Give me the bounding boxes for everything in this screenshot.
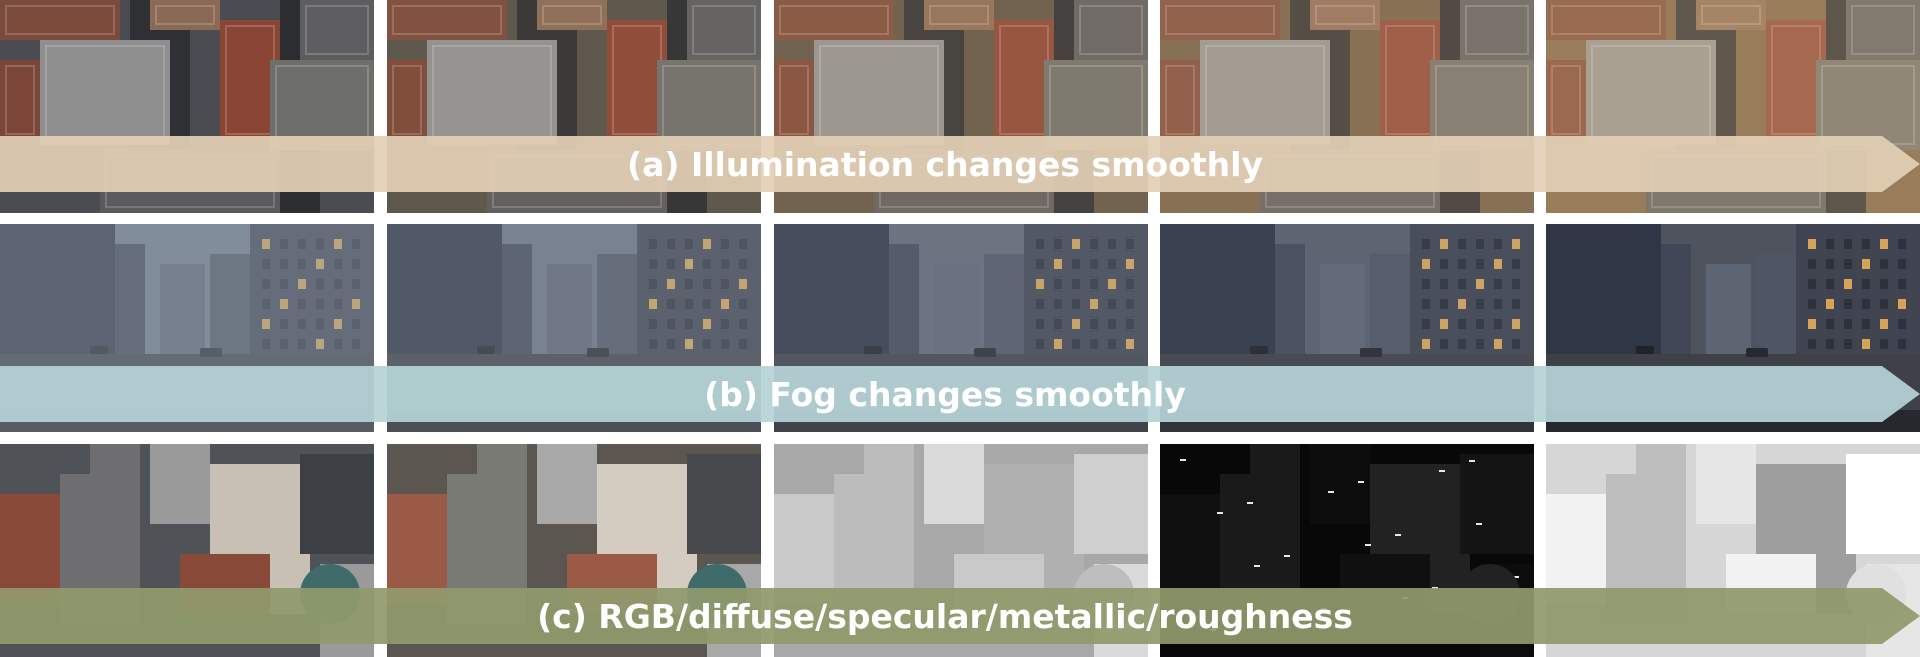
- label-material-buffers: (c) RGB/diffuse/specular/metallic/roughn…: [537, 596, 1353, 636]
- label-illumination: (a) Illumination changes smoothly: [627, 144, 1263, 184]
- arrow-fog: (b) Fog changes smoothly: [0, 366, 1920, 422]
- label-fog: (b) Fog changes smoothly: [704, 374, 1186, 414]
- arrow-material-buffers: (c) RGB/diffuse/specular/metallic/roughn…: [0, 588, 1920, 644]
- arrow-illumination: (a) Illumination changes smoothly: [0, 136, 1920, 192]
